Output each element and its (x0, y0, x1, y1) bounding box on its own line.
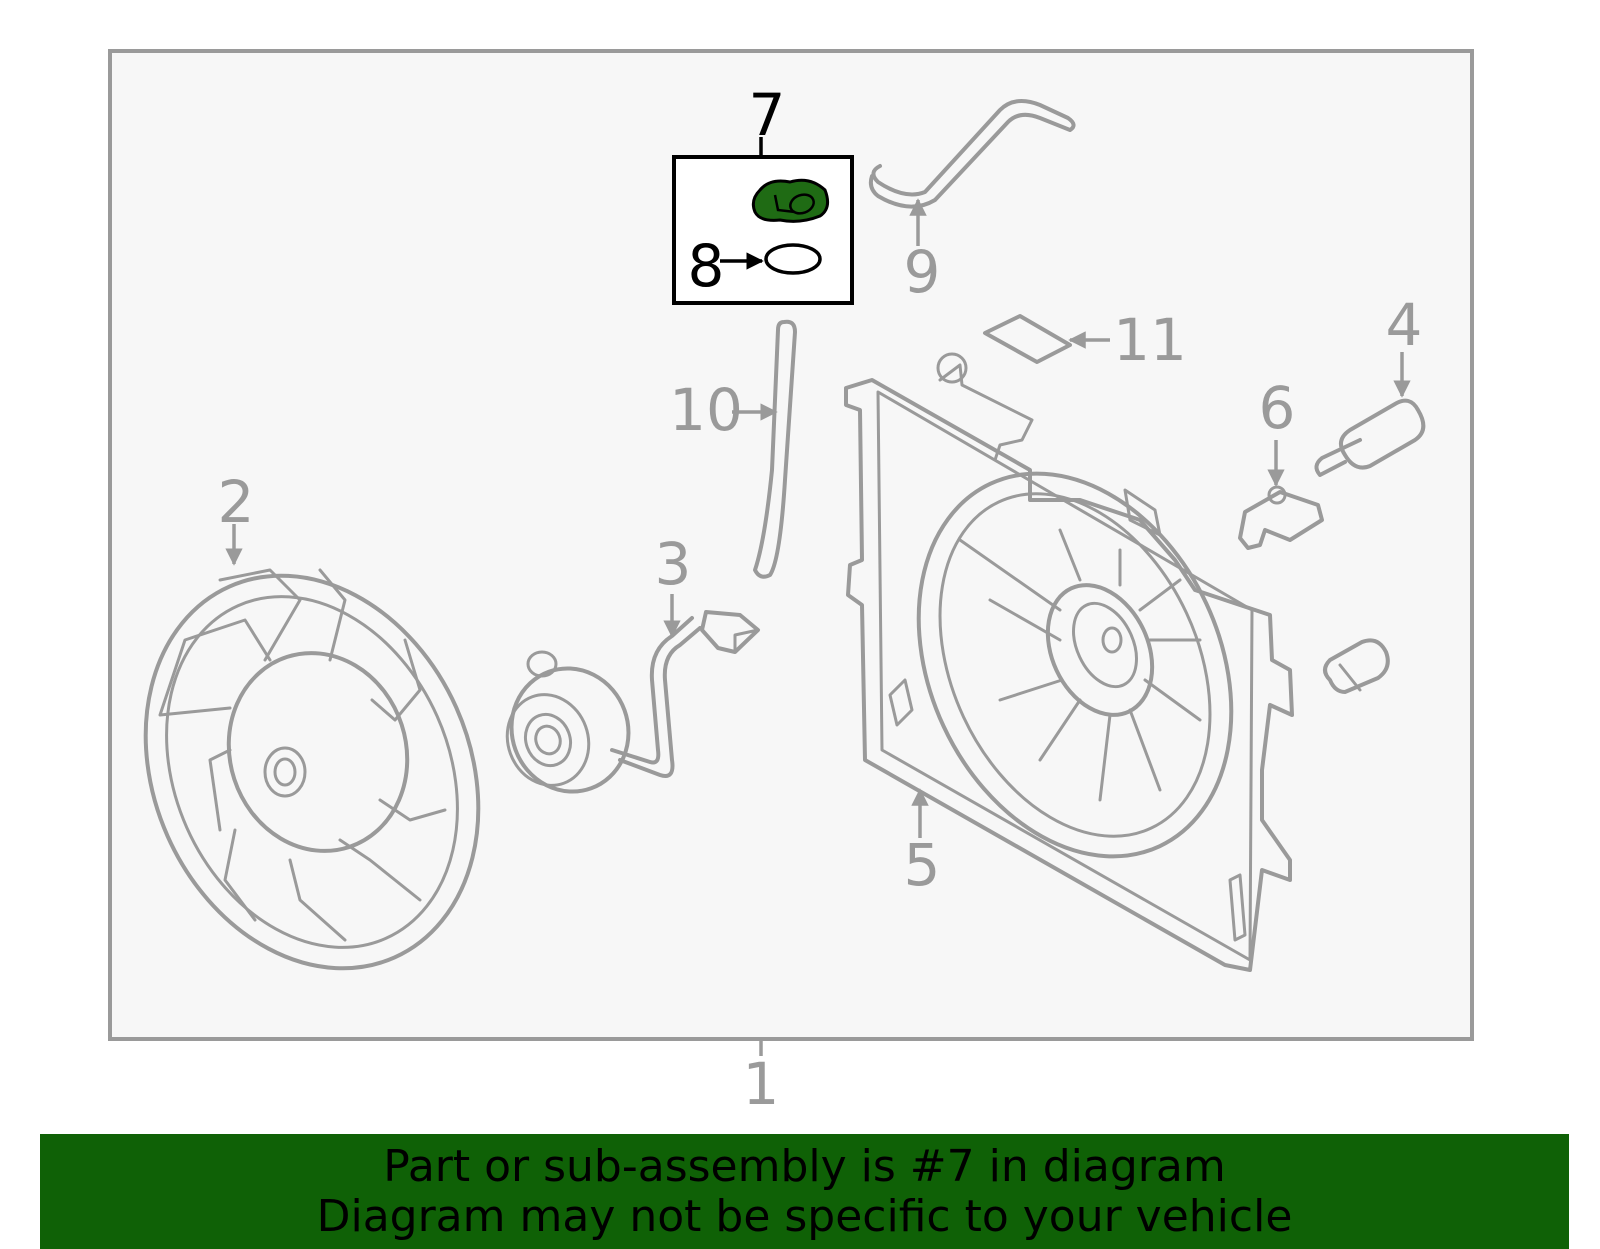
callout-6: 6 (1259, 374, 1296, 442)
info-banner: Part or sub-assembly is #7 in diagram Di… (40, 1134, 1569, 1249)
banner-line-1: Part or sub-assembly is #7 in diagram (383, 1141, 1226, 1192)
o-ring-part-8[interactable] (764, 243, 822, 275)
callout-8: 8 (688, 232, 725, 300)
banner-line-2: Diagram may not be specific to your vehi… (316, 1191, 1293, 1242)
fan-motor-part-3 (505, 610, 760, 794)
cap-part-7[interactable] (751, 178, 830, 223)
callout-1: 1 (743, 1050, 780, 1118)
bolt-part-4 (1314, 398, 1426, 477)
callout-5: 5 (904, 831, 941, 899)
callout-7: 7 (749, 81, 786, 149)
callout-10: 10 (669, 376, 743, 444)
callout-3: 3 (655, 530, 692, 598)
callout-9: 9 (904, 238, 941, 306)
callout-11: 11 (1113, 306, 1187, 374)
hose-part-9 (868, 99, 1076, 209)
clip-part-6 (1238, 485, 1324, 550)
highlight-box (672, 155, 854, 305)
shroud-part-5 (844, 352, 1294, 972)
callout-4: 4 (1386, 291, 1423, 359)
grommet (1323, 638, 1390, 694)
hose-part-10 (753, 319, 797, 579)
callout-2: 2 (218, 468, 255, 536)
fan-blade-part-2 (143, 568, 481, 971)
